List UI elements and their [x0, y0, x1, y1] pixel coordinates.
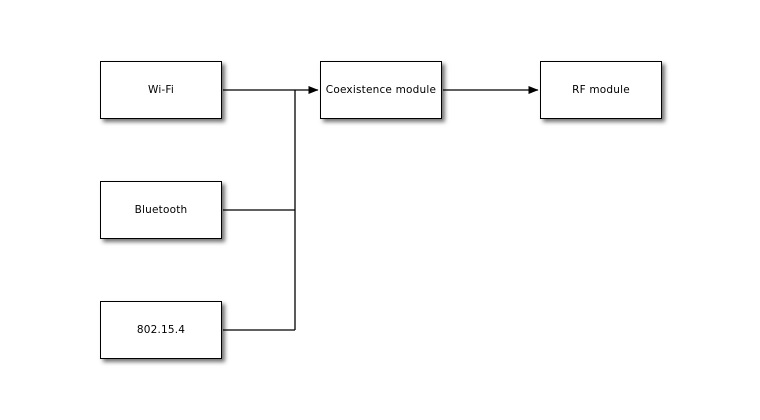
node-bluetooth-label: Bluetooth [134, 204, 188, 216]
node-rf-module: RF module [540, 61, 662, 119]
node-coexistence-module: Coexistence module [320, 61, 442, 119]
node-wifi: Wi-Fi [100, 61, 222, 119]
node-coexistence-module-label: Coexistence module [325, 84, 437, 96]
node-bluetooth: Bluetooth [100, 181, 222, 239]
node-rf-module-label: RF module [572, 84, 630, 96]
node-wifi-label: Wi-Fi [147, 84, 175, 96]
node-802-15-4: 802.15.4 [100, 301, 222, 359]
node-802-15-4-label: 802.15.4 [136, 324, 186, 336]
